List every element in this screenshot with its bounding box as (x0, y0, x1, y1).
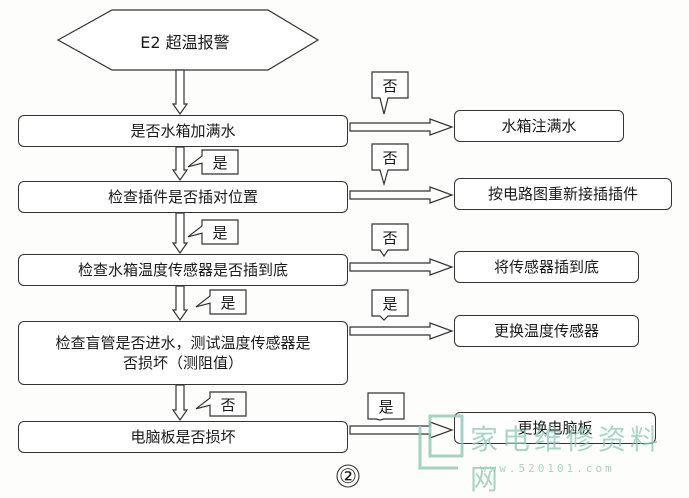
down-callout-4 (195, 391, 247, 417)
side-callout-4 (371, 289, 409, 321)
down-callout-2 (187, 219, 239, 245)
arrow-right-1 (349, 118, 454, 136)
down-label-3: 是 (220, 293, 236, 312)
action-box-1: 水箱注满水 (454, 110, 624, 142)
arrow-right-3 (349, 258, 454, 276)
watermark-text: 家电维修资料网 (470, 423, 663, 496)
watermark-logo-icon (418, 414, 464, 470)
start-terminal-shape (56, 9, 320, 71)
side-callout-3 (371, 223, 409, 258)
page-number-circle (336, 464, 360, 488)
arrow-down-2 (171, 212, 189, 255)
arrow-right-2 (349, 186, 454, 204)
arrow-down-4 (171, 384, 189, 422)
down-callout-3 (195, 289, 247, 315)
action-box-5: 更换电脑板 (454, 412, 656, 444)
down-label-2: 是 (212, 223, 228, 242)
down-label-4: 否 (220, 395, 236, 414)
side-label-4: 是 (382, 294, 398, 313)
decision-box-4: 检查盲管是否进水，测试温度传感器是否损坏（测阻值） (18, 321, 348, 385)
side-label-3: 否 (382, 228, 398, 247)
decision-box-2: 检查插件是否插对位置 (18, 181, 348, 213)
decision-box-1: 是否水箱加满水 (18, 115, 348, 147)
arrow-down-start (171, 69, 189, 116)
down-label-1: 是 (212, 153, 228, 172)
action-box-4: 更换温度传感器 (454, 315, 639, 347)
side-label-5: 是 (378, 397, 394, 416)
side-callout-1 (371, 71, 409, 115)
arrow-down-3 (171, 285, 189, 322)
decision-box-5: 电脑板是否损坏 (18, 421, 348, 453)
down-callout-1 (187, 149, 239, 175)
page-number: ② (339, 464, 357, 488)
arrow-right-4 (349, 322, 454, 340)
arrow-down-1 (171, 146, 189, 182)
action-box-2: 按电路图重新接插插件 (454, 178, 672, 210)
decision-box-3: 检查水箱温度传感器是否插到底 (18, 254, 348, 286)
watermark-url: www.520101.com (480, 462, 615, 475)
side-callout-2 (371, 143, 409, 187)
side-callout-5 (367, 392, 405, 421)
start-label: E2 超温报警 (140, 33, 230, 52)
side-label-2: 否 (382, 148, 398, 167)
action-box-3: 将传感器插到底 (454, 251, 639, 283)
side-label-1: 否 (382, 76, 398, 95)
